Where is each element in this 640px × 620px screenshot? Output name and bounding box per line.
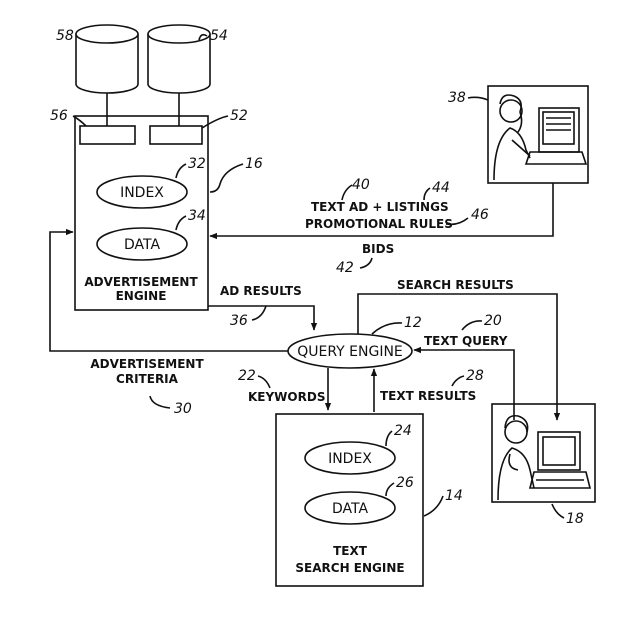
ref-38-leader	[467, 96, 489, 101]
advertisement-engine-box	[74, 115, 209, 311]
ref-12-leader	[371, 322, 403, 335]
ref-34-leader	[175, 215, 187, 231]
ref-12: 12	[404, 315, 422, 331]
ref-46-leader	[445, 217, 469, 226]
ref-18-leader	[551, 503, 565, 519]
ref-30-leader	[149, 395, 171, 409]
ref-14-leader	[423, 495, 444, 517]
search-data-oval	[304, 491, 396, 525]
ref-26: 26	[396, 475, 414, 491]
user-workstation-icon	[491, 403, 596, 503]
ref-22-leader	[257, 375, 271, 389]
interface-52-box	[149, 125, 203, 145]
text-results-label: TEXT RESULTS	[380, 389, 476, 403]
interface-56-box	[79, 125, 136, 145]
text-search-engine-box	[275, 413, 424, 587]
search-index-oval	[304, 441, 396, 475]
ref-34: 34	[188, 208, 206, 224]
ref-24: 24	[394, 423, 412, 439]
ad-engine-title-1: ADVERTISEMENT	[84, 275, 198, 289]
ref-28-leader	[451, 375, 465, 387]
submission-arrow	[209, 183, 554, 240]
ad-data-oval	[96, 227, 188, 261]
bids-label: BIDS	[362, 242, 394, 256]
search-results-label: SEARCH RESULTS	[397, 278, 514, 292]
ref-38: 38	[448, 90, 466, 106]
ref-24-leader	[385, 430, 393, 447]
ref-14: 14	[445, 488, 463, 504]
text-query-label: TEXT QUERY	[424, 334, 508, 348]
ref-32: 32	[188, 156, 206, 172]
query-engine-oval	[287, 333, 413, 369]
database-54-icon	[147, 24, 211, 94]
ref-52: 52	[230, 108, 248, 124]
ref-46: 46	[471, 207, 489, 223]
ref-26-leader	[385, 482, 395, 497]
advertisement-criteria-label-1: ADVERTISEMENT	[90, 357, 204, 371]
ref-16-leader	[209, 163, 244, 193]
ref-44-leader	[423, 187, 431, 201]
ref-32-leader	[175, 163, 187, 179]
ref-20: 20	[484, 313, 502, 329]
ad-results-label: AD RESULTS	[220, 284, 302, 298]
ref-20-leader	[461, 320, 483, 331]
text-query-arrow	[413, 346, 515, 420]
ref-18: 18	[566, 511, 584, 527]
ref-42-leader	[359, 257, 373, 269]
database-58-icon	[75, 24, 139, 94]
ad-index-oval	[96, 175, 188, 209]
ref-52-leader	[201, 115, 229, 129]
ref-44: 44	[432, 180, 450, 196]
advertisement-criteria-label-2: CRITERIA	[116, 372, 179, 386]
ref-56: 56	[50, 108, 68, 124]
search-index-label: INDEX	[328, 451, 372, 467]
text-ad-listings-label: TEXT AD + LISTINGS	[311, 200, 449, 214]
ad-results-arrow	[208, 305, 318, 331]
ref-54: 54	[210, 28, 228, 44]
ref-40-leader	[341, 184, 353, 201]
ref-16: 16	[245, 156, 263, 172]
ad-engine-title-2: ENGINE	[116, 289, 167, 303]
query-engine-label: QUERY ENGINE	[297, 344, 403, 360]
ref-28: 28	[466, 368, 484, 384]
search-engine-title-1: TEXT	[333, 544, 368, 558]
advertisement-criteria-arrow	[49, 228, 288, 352]
ad-index-label: INDEX	[120, 185, 164, 201]
search-engine-title-2: SEARCH ENGINE	[295, 561, 404, 575]
ref-30: 30	[174, 401, 192, 417]
ref-40: 40	[352, 177, 370, 193]
ref-22: 22	[238, 368, 256, 384]
search-data-label: DATA	[332, 501, 368, 517]
ad-data-label: DATA	[124, 237, 160, 253]
search-results-arrow	[357, 293, 561, 421]
promotional-rules-label: PROMOTIONAL RULES	[305, 217, 453, 231]
ref-56-leader	[72, 115, 87, 127]
advertiser-workstation-icon	[487, 85, 589, 184]
ref-42: 42	[336, 260, 354, 276]
ref-54-leader	[198, 33, 208, 41]
ref-36-leader	[251, 305, 267, 321]
keywords-label: KEYWORDS	[248, 390, 325, 404]
ref-36: 36	[230, 313, 248, 329]
ref-58: 58	[56, 28, 74, 44]
